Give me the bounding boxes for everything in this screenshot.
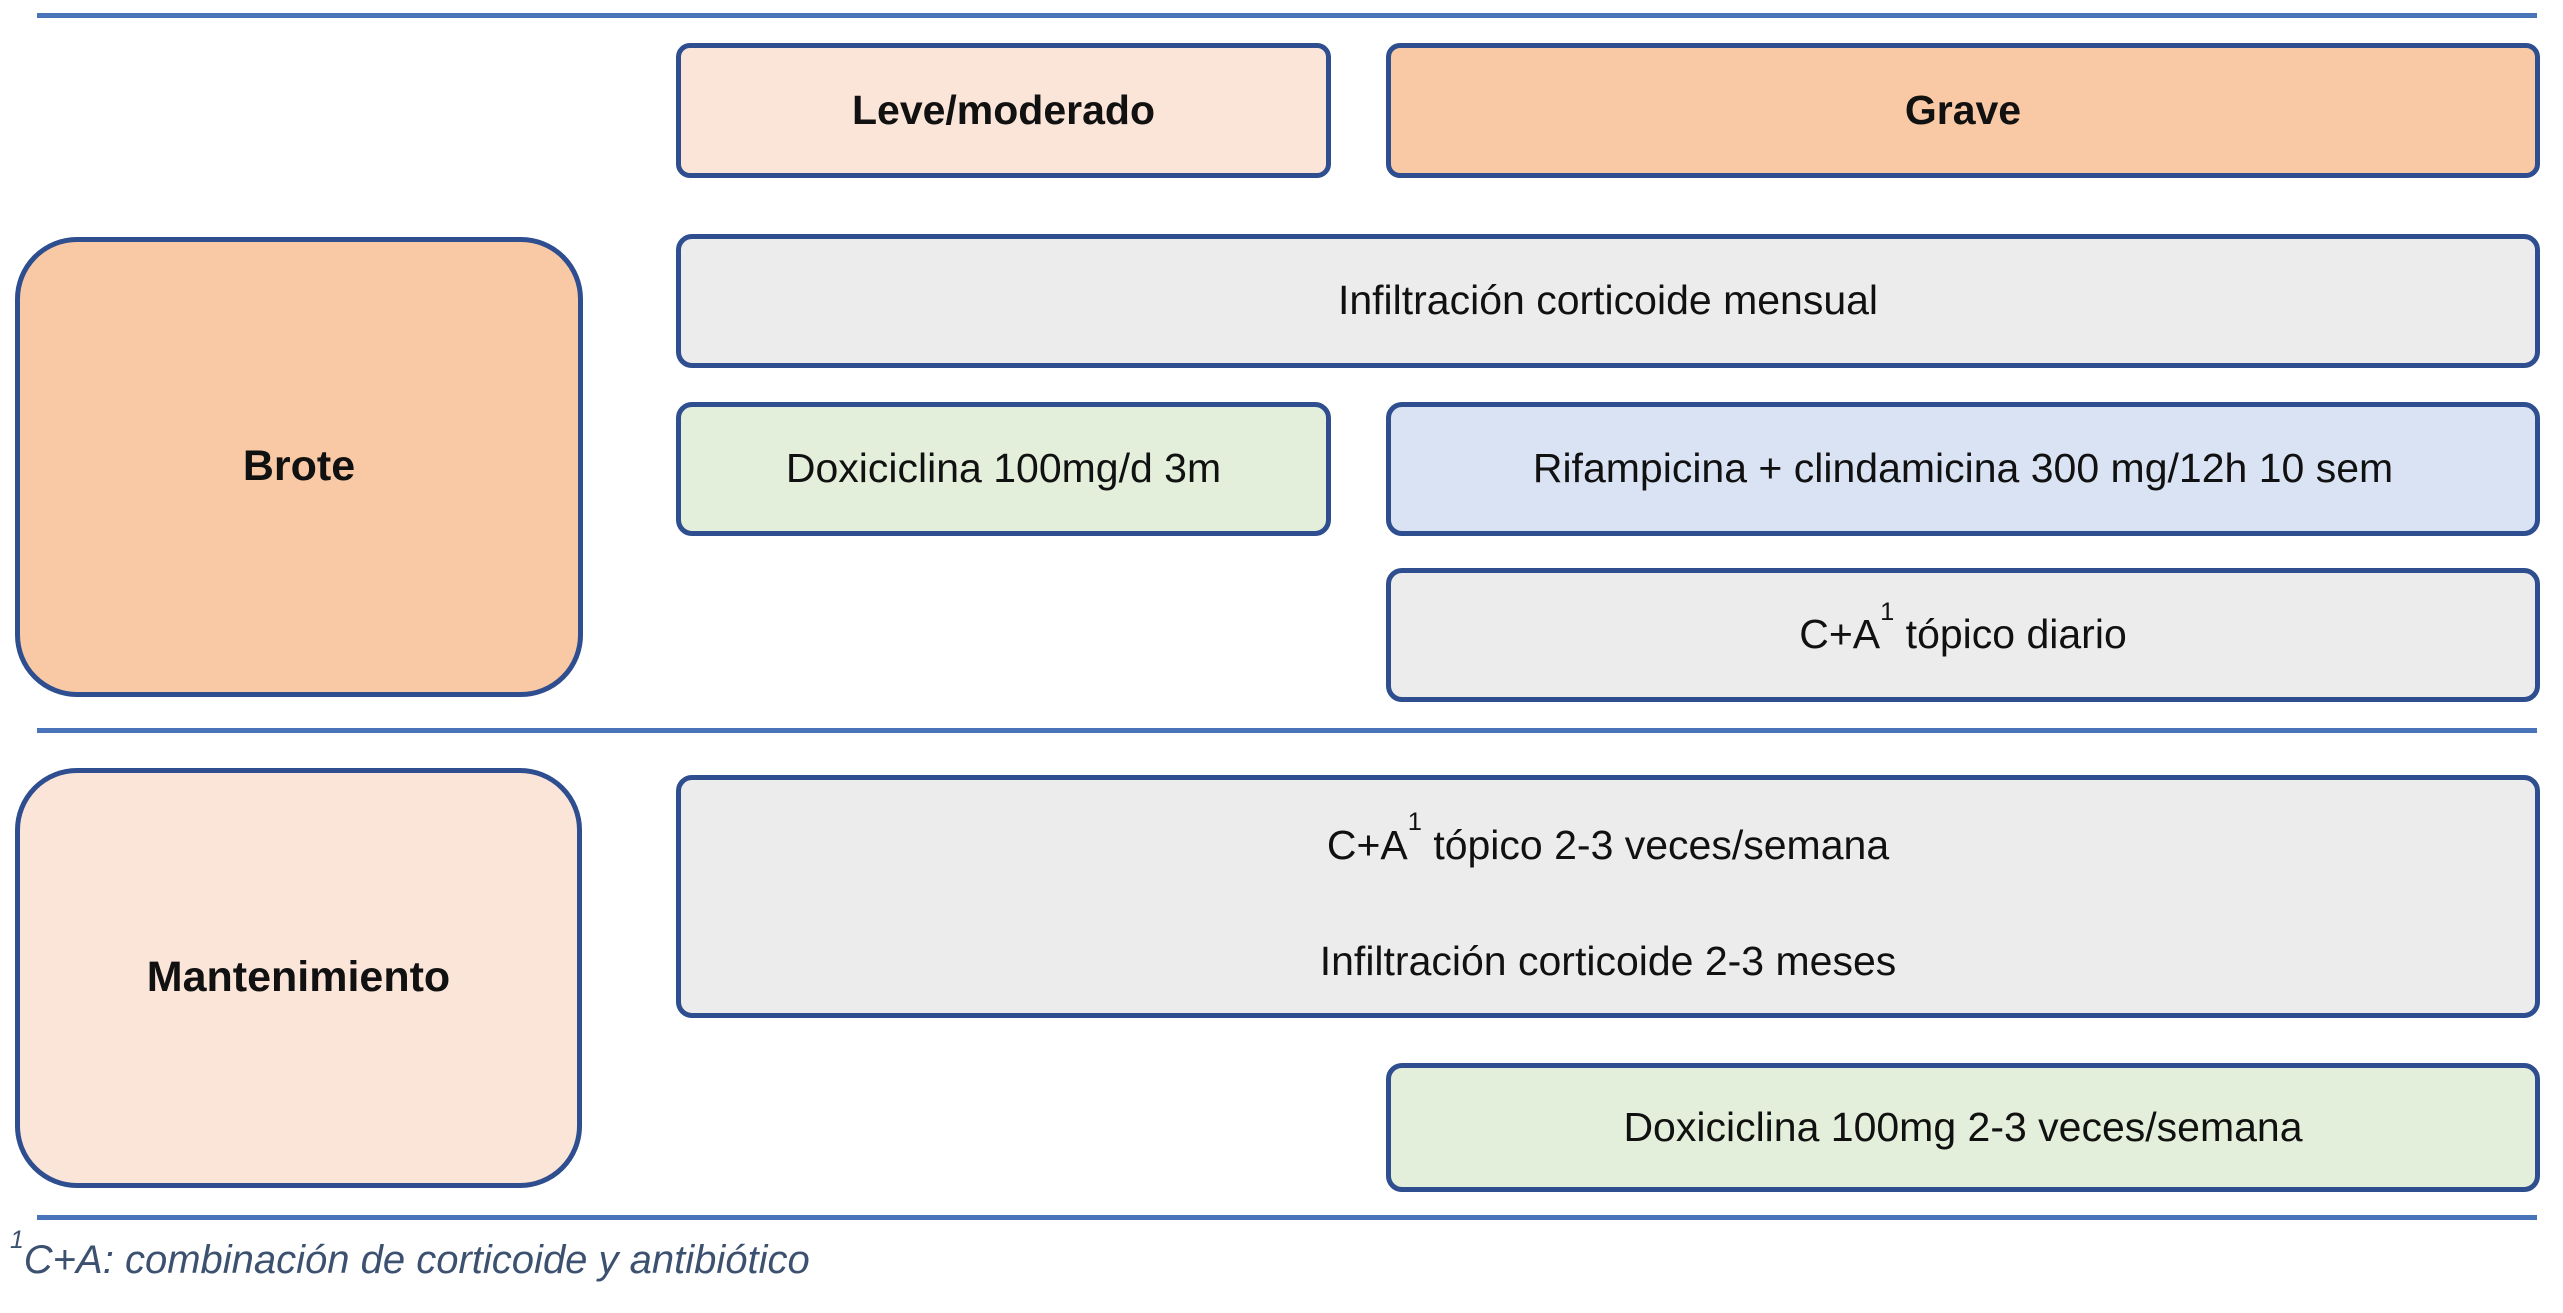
ca-daily-prefix: C+A — [1799, 611, 1881, 658]
footnote: 1C+A: combinación de corticoide y antibi… — [10, 1228, 810, 1283]
stage-brote-label: Brote — [242, 442, 356, 491]
treatment-ca-topico-diario: C+A1 tópico diario — [1386, 568, 2540, 702]
treatment-rifampicina-clindamicina-label: Rifampicina + clindamicina 300 mg/12h 10… — [1532, 445, 2394, 492]
ca-maintenance-prefix: C+A — [1326, 822, 1408, 868]
top-divider-line — [37, 13, 2537, 18]
footnote-text: C+A: combinación de corticoide y antibió… — [23, 1238, 810, 1282]
treatment-ca-topico-diario-label: C+A1 tópico diario — [1799, 599, 2127, 658]
treatment-ca-mantenimiento-label: C+A1 tópico 2-3 veces/semana — [1326, 810, 1890, 869]
header-grave: Grave — [1386, 43, 2540, 178]
treatment-rifampicina-clindamicina: Rifampicina + clindamicina 300 mg/12h 10… — [1386, 402, 2540, 536]
stage-mantenimiento-label: Mantenimiento — [146, 953, 451, 1002]
header-grave-label: Grave — [1904, 86, 2022, 133]
bottom-divider-line — [37, 1215, 2537, 1220]
ca-maintenance-suffix: tópico 2-3 veces/semana — [1421, 822, 1890, 868]
stage-mantenimiento: Mantenimiento — [15, 768, 582, 1188]
stage-brote: Brote — [15, 237, 583, 697]
middle-divider-line — [37, 728, 2537, 733]
ca-daily-suffix: tópico diario — [1894, 611, 2127, 658]
treatment-doxiciclina-mantenimiento: Doxiciclina 100mg 2-3 veces/semana — [1386, 1063, 2540, 1192]
treatment-doxiciclina-brote: Doxiciclina 100mg/d 3m — [676, 402, 1331, 536]
header-leve-moderado-label: Leve/moderado — [851, 86, 1156, 133]
treatment-infiltracion-mensual: Infiltración corticoide mensual — [676, 234, 2540, 368]
treatment-infiltracion-mantenimiento-label: Infiltración corticoide 2-3 meses — [1319, 937, 1897, 984]
footnote-superscript: 1 — [10, 1226, 24, 1254]
treatment-infiltracion-mensual-label: Infiltración corticoide mensual — [1337, 277, 1879, 324]
treatment-doxiciclina-mantenimiento-label: Doxiciclina 100mg 2-3 veces/semana — [1623, 1103, 2303, 1150]
ca-maintenance-superscript: 1 — [1407, 808, 1422, 837]
header-leve-moderado: Leve/moderado — [676, 43, 1331, 178]
treatment-doxiciclina-brote-label: Doxiciclina 100mg/d 3m — [785, 445, 1222, 492]
ca-daily-superscript: 1 — [1880, 597, 1895, 626]
treatment-mantenimiento-combinado: C+A1 tópico 2-3 veces/semana Infiltració… — [676, 775, 2540, 1018]
